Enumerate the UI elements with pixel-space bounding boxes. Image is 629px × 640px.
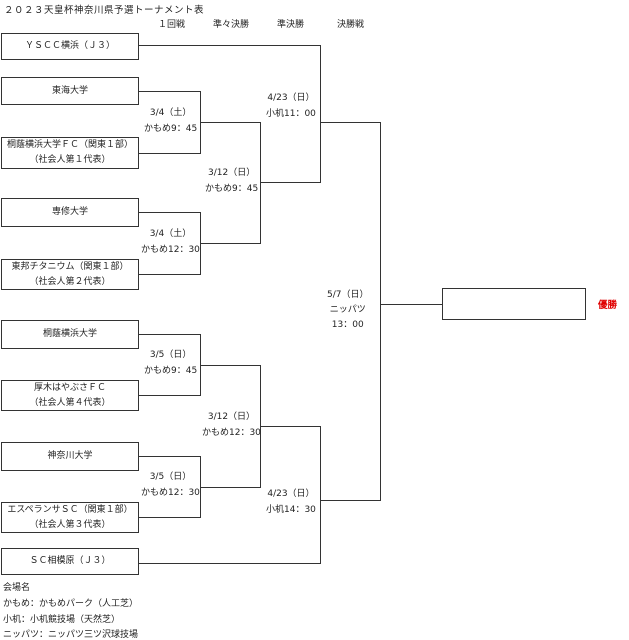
winner-box xyxy=(442,288,586,320)
bracket-line xyxy=(260,122,261,244)
bracket-line xyxy=(139,212,201,213)
venue-legend-heading: 会場名 xyxy=(3,583,31,593)
team-name: 東海大学 xyxy=(51,85,88,96)
team-box-3: 桐蔭横浜大学ＦＣ（関東１部） （社会人第１代表） xyxy=(1,137,139,169)
match-venue: かもめ12：30 xyxy=(141,488,200,498)
bracket-line xyxy=(139,395,201,396)
match-date: 3/4（土） xyxy=(149,108,192,118)
match-label-qf-b: 3/12（日） かもめ12：30 xyxy=(202,409,261,441)
team-box-7: 厚木はやぶさＦＣ （社会人第４代表） xyxy=(1,380,139,411)
team-name: ＳＣ相模原（Ｊ３） xyxy=(29,556,111,566)
round-header-final: 決勝戦 xyxy=(337,20,365,30)
round-header-semifinal: 準決勝 xyxy=(277,20,305,30)
team-box-1: ＹＳＣＣ横浜（Ｊ３） xyxy=(1,33,139,60)
team-qualifier: （社会人第３代表） xyxy=(29,519,111,530)
bracket-line xyxy=(139,517,201,518)
match-label-sf-a: 4/23（日） 小机11：00 xyxy=(266,90,316,122)
team-name: ＹＳＣＣ横浜（Ｊ３） xyxy=(24,41,115,51)
match-date: 3/5（日） xyxy=(149,350,192,360)
team-name: 桐蔭横浜大学 xyxy=(42,329,97,339)
bracket-line xyxy=(320,45,321,183)
bracket-line xyxy=(260,182,321,183)
match-label-final: 5/7（日） ニッパツ 13：00 xyxy=(327,288,369,333)
venue-legend-item: かもめ：かもめパーク（人工芝） xyxy=(3,599,139,609)
match-venue: かもめ12：30 xyxy=(202,428,261,438)
match-date: 4/23（日） xyxy=(267,93,315,103)
match-date: 5/7（日） xyxy=(327,290,369,300)
bracket-line xyxy=(139,91,201,92)
bracket-line xyxy=(139,274,201,275)
match-date: 3/4（土） xyxy=(149,229,192,239)
venue-legend-item: ニッパツ：ニッパツ三ツ沢球技場 xyxy=(3,630,139,640)
bracket-line xyxy=(320,500,381,501)
team-box-8: 神奈川大学 xyxy=(1,442,139,471)
bracket-line xyxy=(380,122,381,501)
team-name: 専修大学 xyxy=(51,207,88,217)
team-name: 神奈川大学 xyxy=(47,451,93,461)
round-header-quarterfinal: 準々決勝 xyxy=(213,20,250,30)
bracket-line xyxy=(139,563,321,564)
team-qualifier: （社会人第２代表） xyxy=(29,276,111,287)
team-box-4: 専修大学 xyxy=(1,198,139,227)
team-name: 桐蔭横浜大学ＦＣ（関東１部） xyxy=(6,140,133,150)
bracket-line xyxy=(200,122,261,123)
match-venue: かもめ9：45 xyxy=(205,184,259,194)
bracket-line xyxy=(200,487,261,488)
match-date: 3/12（日） xyxy=(207,168,256,178)
venue-legend-item: 小机：小机競技場（天然芝） xyxy=(3,615,121,625)
bracket-line xyxy=(139,153,201,154)
winner-label: 優勝 xyxy=(598,300,618,311)
bracket-line xyxy=(139,334,201,335)
team-box-6: 桐蔭横浜大学 xyxy=(1,320,139,349)
match-time: 13：00 xyxy=(331,320,364,330)
team-box-5: 東邦チタニウム（関東１部） （社会人第２代表） xyxy=(1,259,139,290)
bracket-line xyxy=(200,243,261,244)
bracket-line xyxy=(139,456,201,457)
match-label-r1-b: 3/4（土） かもめ12：30 xyxy=(141,226,200,258)
match-venue: 小机14：30 xyxy=(266,505,316,515)
team-name: 東邦チタニウム（関東１部） xyxy=(11,261,129,272)
team-box-2: 東海大学 xyxy=(1,77,139,105)
match-label-qf-a: 3/12（日） かもめ9：45 xyxy=(205,165,258,197)
bracket-line xyxy=(200,365,261,366)
team-qualifier: （社会人第１代表） xyxy=(29,155,111,165)
bracket-line xyxy=(380,304,442,305)
match-label-r1-c: 3/5（日） かもめ9：45 xyxy=(144,347,197,379)
match-venue: 小机11：00 xyxy=(266,109,316,119)
match-date: 4/23（日） xyxy=(267,489,315,499)
team-qualifier: （社会人第４代表） xyxy=(29,397,111,408)
bracket-line xyxy=(320,426,321,564)
bracket-line xyxy=(320,122,381,123)
match-venue: ニッパツ xyxy=(329,305,366,315)
team-box-9: エスペランサＳＣ（関東１部） （社会人第３代表） xyxy=(1,502,139,533)
match-label-r1-d: 3/5（日） かもめ12：30 xyxy=(141,469,200,501)
match-venue: かもめ12：30 xyxy=(141,245,200,255)
match-label-r1-a: 3/4（土） かもめ9：45 xyxy=(144,105,197,137)
round-header-1: １回戦 xyxy=(158,20,186,30)
match-label-sf-b: 4/23（日） 小机14：30 xyxy=(266,486,316,518)
team-name: 厚木はやぶさＦＣ xyxy=(33,382,106,393)
match-date: 3/5（日） xyxy=(149,472,192,482)
match-venue: かもめ9：45 xyxy=(144,366,198,376)
bracket-line xyxy=(260,426,321,427)
match-date: 3/12（日） xyxy=(207,412,256,422)
team-name: エスペランサＳＣ（関東１部） xyxy=(7,504,133,515)
team-box-10: ＳＣ相模原（Ｊ３） xyxy=(1,548,139,575)
match-venue: かもめ9：45 xyxy=(144,124,198,134)
page-title: ２０２３天皇杯神奈川県予選トーナメント表 xyxy=(4,5,205,16)
bracket-line xyxy=(139,45,321,46)
